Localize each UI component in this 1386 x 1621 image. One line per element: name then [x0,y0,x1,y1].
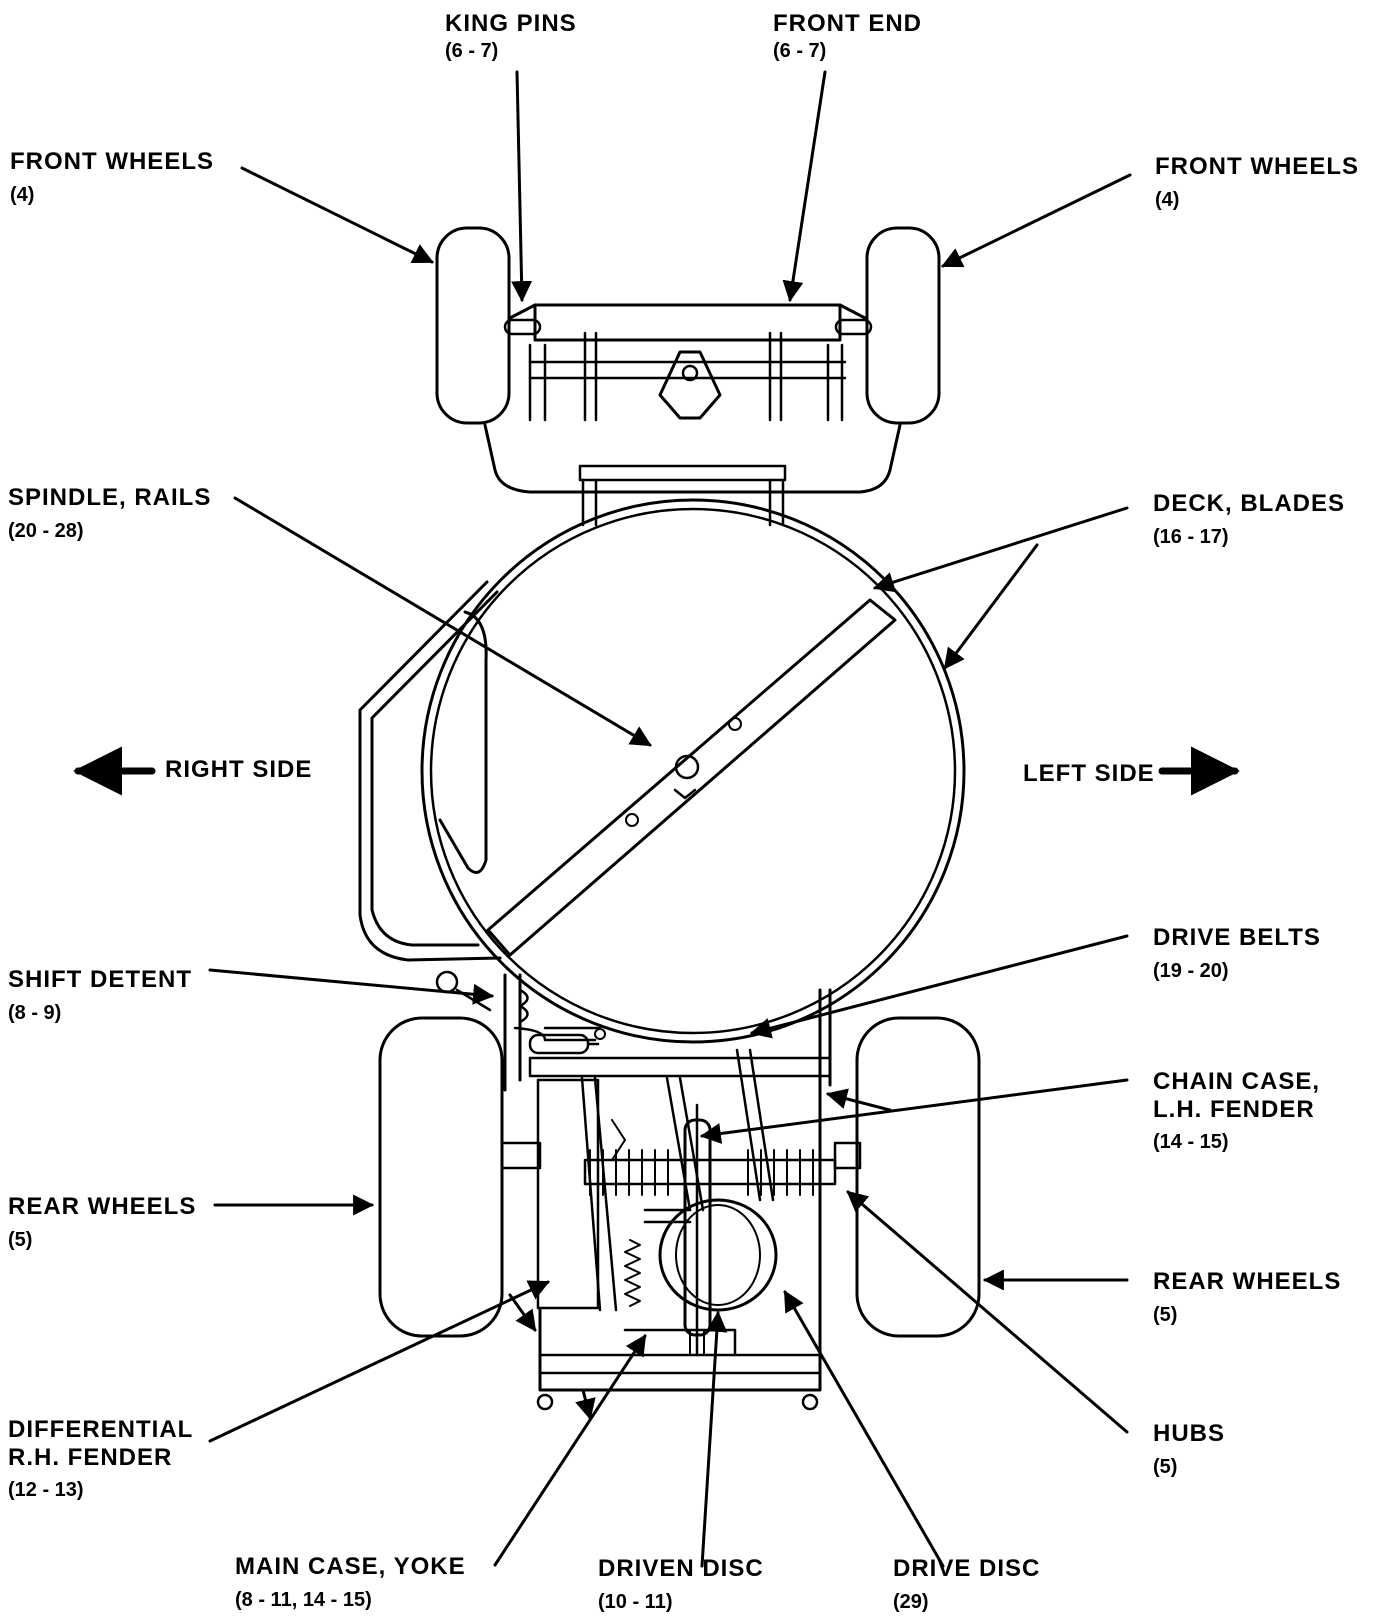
label-right-side: RIGHT SIDE [165,756,313,783]
label-ref: (5) [1153,1455,1178,1478]
label-ref: (4) [10,183,35,206]
label-title-line2: L.H. FENDER [1153,1095,1315,1123]
label-ref: (19 - 20) [1153,959,1229,982]
label-deck-blades: DECK, BLADES (16 - 17) [1153,490,1345,549]
driven-disc [683,1103,712,1357]
label-ref: (10 - 11) [598,1590,673,1613]
label-rear-wheels-right: REAR WHEELS (5) [1153,1268,1341,1327]
label-drive-belts: DRIVE BELTS (19 - 20) [1153,924,1321,983]
label-ref: (29) [893,1590,929,1613]
label-title: FRONT WHEELS [10,148,214,175]
label-ref: (6 - 7) [445,39,499,62]
mower-deck [420,498,966,1044]
label-front-wheels-right: FRONT WHEELS (4) [1155,153,1359,212]
label-chain-case: CHAIN CASE, L.H. FENDER (14 - 15) [1153,1068,1320,1154]
label-title: FRONT END [773,10,922,37]
label-left-side: LEFT SIDE [1023,760,1155,787]
label-title: KING PINS [445,10,577,37]
front-end-assembly [435,226,941,527]
label-title: DECK, BLADES [1153,490,1346,517]
label-rear-wheels-left: REAR WHEELS (5) [8,1193,196,1252]
label-title: HUBS [1153,1420,1226,1447]
label-title: SPINDLE, RAILS [8,484,212,511]
label-front-wheels-left: FRONT WHEELS (4) [10,148,214,207]
label-main-case: MAIN CASE, YOKE (8 - 11, 14 - 15) [235,1553,466,1612]
label-king-pins: KING PINS (6 - 7) [445,10,577,63]
label-spindle-rails: SPINDLE, RAILS (20 - 28) [8,484,211,543]
rear-wheels [378,1016,981,1338]
label-title: DRIVE BELTS [1153,924,1321,951]
label-driven-disc: DRIVEN DISC (10 - 11) [598,1555,764,1614]
label-hubs: HUBS (5) [1153,1420,1225,1479]
label-title: MAIN CASE, YOKE [235,1553,466,1580]
label-title: REAR WHEELS [8,1193,197,1220]
label-title: DRIVEN DISC [598,1555,764,1582]
label-drive-disc: DRIVE DISC (29) [893,1555,1040,1614]
label-title: SHIFT DETENT [8,966,192,993]
discharge-chute [358,580,502,962]
drive-disc [658,1198,778,1312]
label-shift-detent: SHIFT DETENT (8 - 9) [8,966,192,1025]
label-ref: (20 - 28) [8,519,84,542]
label-title: DRIVE DISC [893,1555,1041,1582]
label-title: REAR WHEELS [1153,1268,1342,1295]
mower-blade [486,598,897,957]
label-ref: (12 - 13) [8,1479,84,1502]
label-ref: (16 - 17) [1153,525,1229,548]
label-ref: (5) [8,1228,33,1251]
callout-arrows [73,70,1240,1568]
label-title: FRONT WHEELS [1155,153,1359,180]
label-ref: (14 - 15) [1153,1131,1229,1154]
label-ref: (4) [1155,188,1180,211]
label-title-line2: R.H. FENDER [8,1443,173,1471]
rear-frame [503,973,832,1411]
label-ref: (6 - 7) [773,39,827,62]
label-ref: (8 - 11, 14 - 15) [235,1588,372,1611]
label-title: DIFFERENTIAL [8,1416,194,1443]
label-differential: DIFFERENTIAL R.H. FENDER (12 - 13) [8,1416,193,1502]
label-front-end: FRONT END (6 - 7) [773,10,922,63]
label-ref: (8 - 9) [8,1001,62,1024]
label-title: CHAIN CASE, [1153,1068,1321,1095]
label-ref: (5) [1153,1303,1178,1326]
